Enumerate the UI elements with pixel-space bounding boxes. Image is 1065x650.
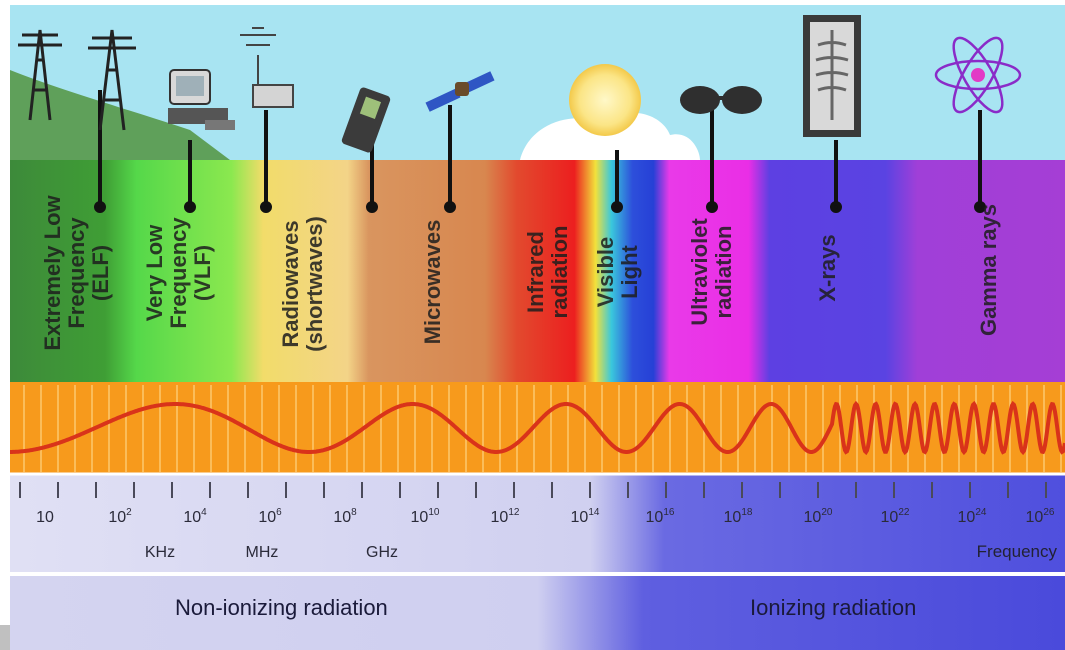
green-hill <box>10 70 230 160</box>
power-line-tower-icon <box>88 29 136 131</box>
scale-divider <box>10 572 1065 576</box>
clouds <box>520 112 700 160</box>
band-label-microwaves: Microwaves <box>420 219 445 345</box>
tick-label: 1020 <box>803 507 833 526</box>
band-label-radiowaves: Radiowaves (shortwaves) <box>278 216 327 352</box>
band-label-gamma: Gamma rays <box>976 203 1001 337</box>
tick-label: 1024 <box>957 507 987 526</box>
tick-label: 106 <box>258 507 282 526</box>
wave-line <box>10 400 1065 456</box>
satellite-icon <box>425 71 495 112</box>
corner-mark <box>0 625 10 650</box>
wave-strip <box>10 382 1065 474</box>
xray-film-icon <box>803 15 861 137</box>
unit-label-mhz: MHz <box>245 544 279 561</box>
region-label-ionizing: Ionizing radiation <box>750 595 917 620</box>
band-label-visible: Visible Light <box>593 236 642 308</box>
icon-leader-lines <box>94 90 986 213</box>
unit-label-khz: KHz <box>144 544 176 561</box>
mobile-phone-icon <box>341 87 391 153</box>
atom-icon <box>934 36 1022 114</box>
frequency-scale <box>10 474 1065 574</box>
radio-antenna-icon <box>240 27 294 108</box>
region-label-non-ionizing: Non-ionizing radiation <box>175 595 388 620</box>
band-label-infrared: Infrared radiation <box>523 225 572 319</box>
unit-label-ghz: GHz <box>366 544 398 561</box>
band-label-vlf: Very Low Frequency (VLF) <box>142 217 215 329</box>
axis-label-frequency: Frequency <box>976 542 1057 561</box>
tick-label: 1010 <box>410 507 440 526</box>
power-line-tower-icon <box>18 29 62 121</box>
tick-label: 1016 <box>645 507 675 526</box>
band-label-ultraviolet: Ultraviolet radiation <box>687 218 736 326</box>
band-label-xrays: X-rays <box>815 234 840 302</box>
tick-label: 1018 <box>723 507 753 526</box>
tick-label: 10 <box>36 509 54 526</box>
region-band <box>10 576 1065 650</box>
tick-label: 104 <box>183 507 207 526</box>
tick-label: 1026 <box>1025 507 1055 526</box>
tick-label: 1012 <box>490 507 520 526</box>
tick-label: 1014 <box>570 507 600 526</box>
band-label-elf: Extremely Low Frequency (ELF) <box>40 195 113 351</box>
sunglasses-icon <box>680 86 762 114</box>
sun-icon <box>569 64 641 136</box>
tick-label: 102 <box>108 507 132 526</box>
tick-label: 1022 <box>880 507 910 526</box>
computer-icon <box>168 69 235 130</box>
spectrum-band <box>10 160 1065 382</box>
tick-label: 108 <box>333 507 357 526</box>
